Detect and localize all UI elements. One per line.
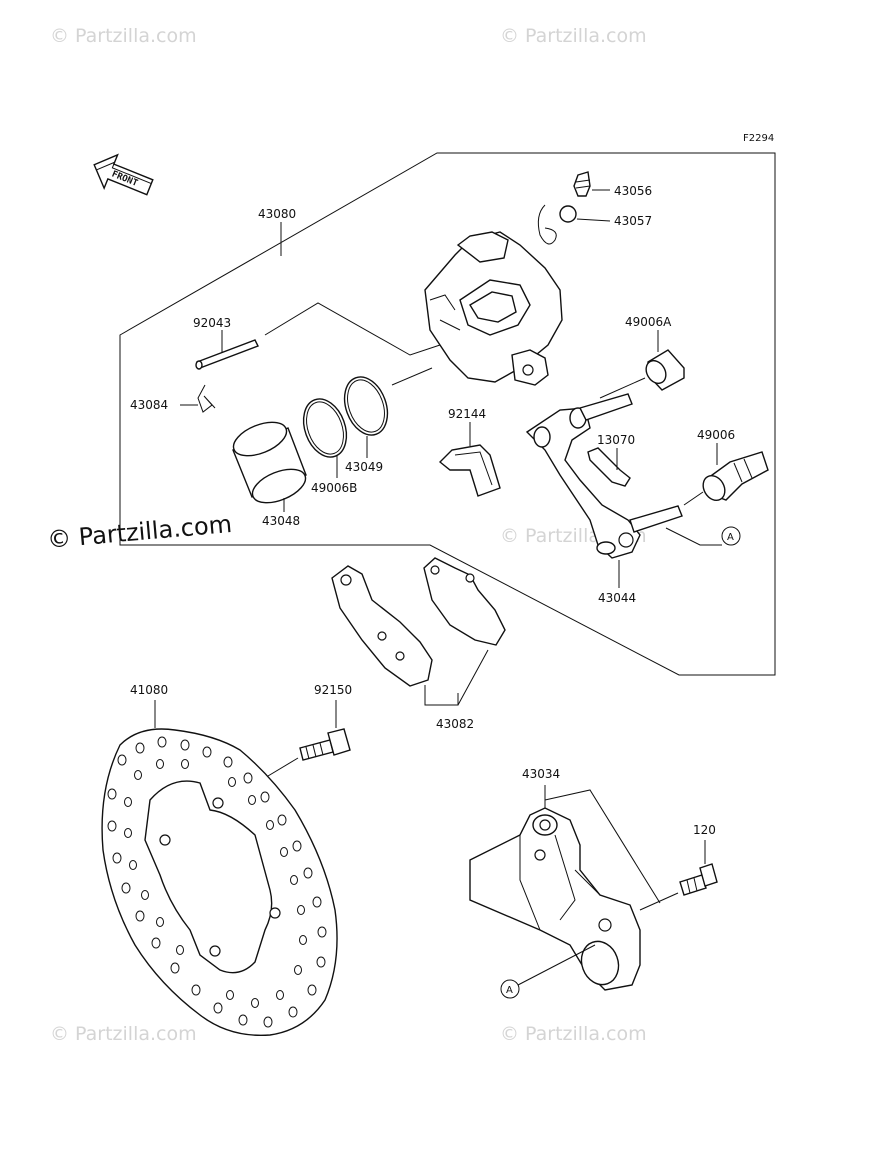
label-43056: 43056	[614, 184, 652, 198]
leader-ref-a-bottom	[517, 944, 596, 986]
label-41080: 41080	[130, 683, 168, 697]
watermark-mid-left: © Partzilla.com	[46, 510, 233, 554]
watermark-bottom-right: © Partzilla.com	[500, 1023, 647, 1045]
pad-retainer	[587, 447, 631, 487]
label-49006: 49006	[697, 428, 735, 442]
pin-guide-line	[264, 302, 441, 356]
label-13070: 13070	[597, 433, 635, 447]
disc-vent-holes	[107, 736, 327, 1028]
brake-pad-inner	[423, 557, 506, 646]
label-120: 120	[693, 823, 716, 837]
label-43049: 43049	[345, 460, 383, 474]
boot-49006	[702, 451, 769, 502]
label-49006A: 49006A	[625, 315, 672, 329]
label-92144: 92144	[448, 407, 486, 421]
label-49006B: 49006B	[311, 481, 357, 495]
pad-spring	[438, 444, 501, 497]
bracket-bolt	[679, 863, 718, 896]
bleeder-valve	[573, 171, 591, 197]
ref-a-label-bottom: A	[506, 985, 513, 996]
caliper-bracket	[525, 393, 683, 559]
caliper-assembly-outline	[119, 152, 776, 676]
label-92043: 92043	[193, 316, 231, 330]
piston-seal-43049	[343, 376, 389, 436]
leader-ref-a-top	[665, 527, 722, 546]
brake-disc	[101, 728, 338, 1037]
label-43057: 43057	[614, 214, 652, 228]
leader-43034	[544, 785, 661, 904]
boot-49006A	[645, 349, 685, 391]
disc-bolt	[299, 728, 351, 761]
leader-43082	[424, 649, 489, 706]
caliper-mount-bracket	[469, 807, 641, 991]
caliper-piston	[232, 421, 307, 504]
diagram-code: F2294	[743, 133, 774, 144]
watermark-bottom-left: © Partzilla.com	[50, 1023, 197, 1045]
label-43080: 43080	[258, 207, 296, 221]
label-43048: 43048	[262, 514, 300, 528]
watermark-top-left: © Partzilla.com	[50, 25, 197, 47]
ref-a-marker-top	[721, 526, 741, 546]
watermark-top-right: © Partzilla.com	[500, 25, 647, 47]
dust-seal-49006B	[302, 398, 348, 458]
label-43084: 43084	[130, 398, 168, 412]
label-43044: 43044	[598, 591, 636, 605]
pin-clip	[197, 384, 216, 413]
label-43082: 43082	[436, 717, 474, 731]
bleeder-cap	[537, 204, 577, 245]
leader-43057	[576, 218, 611, 222]
caliper-body	[424, 231, 563, 386]
brake-pad-outer	[331, 565, 433, 687]
label-43034: 43034	[522, 767, 560, 781]
label-92150: 92150	[314, 683, 352, 697]
caliper-pin	[195, 339, 259, 370]
ref-a-marker-bottom	[500, 979, 520, 999]
front-arrow-icon: FRONT	[93, 153, 154, 196]
ref-a-label-top: A	[727, 532, 734, 543]
